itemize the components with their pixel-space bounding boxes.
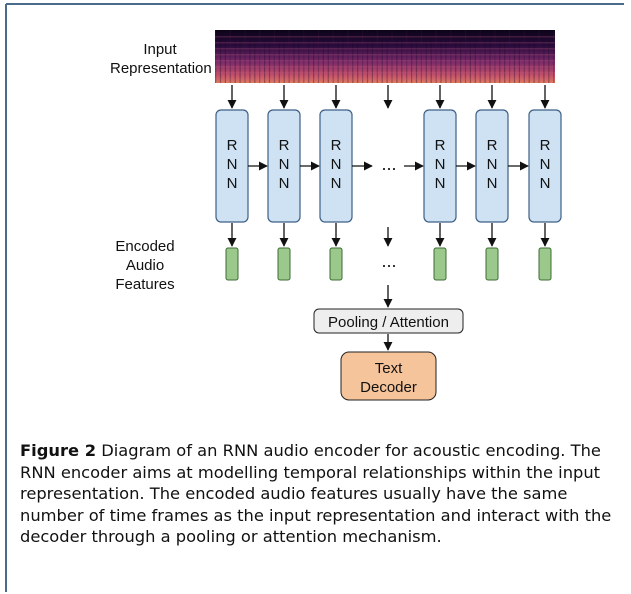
rnn-letter: N (227, 175, 238, 192)
encoded-label-line2: Audio (125, 257, 165, 274)
encoded-feature (329, 247, 343, 281)
pooling-attention-label: Pooling / Attention (328, 314, 449, 331)
rnn-block (528, 109, 562, 223)
rnn-letter: N (487, 175, 498, 192)
encoded-feature (538, 247, 552, 281)
rnn-letter: N (331, 175, 342, 192)
rnn-letter: N (435, 175, 446, 192)
rnn-letter: N (331, 156, 342, 173)
rnn-letter: R (331, 137, 342, 154)
pooling-attention-box (313, 308, 464, 334)
input-label-line2: Representation (110, 60, 212, 77)
rnn-letter: R (487, 137, 498, 154)
encoded-feature (433, 247, 447, 281)
encoded-feature (225, 247, 239, 281)
spectrogram (215, 30, 555, 83)
rnn-letter: N (487, 156, 498, 173)
caption-figure-label: Figure 2 (20, 441, 97, 460)
rnn-letter: N (435, 156, 446, 173)
rnn-letter: N (227, 156, 238, 173)
rnn-letter: R (227, 137, 238, 154)
encoded-features-label: Encoded Audio Features (100, 237, 190, 294)
rnn-letter: R (540, 137, 551, 154)
rnn-letter: N (540, 175, 551, 192)
figure-caption: Figure 2 Diagram of an RNN audio encoder… (20, 440, 620, 548)
encoded-feature (485, 247, 499, 281)
rnn-letter: N (279, 156, 290, 173)
ellipsis-rnn: ... (381, 154, 396, 174)
encoded-feature (277, 247, 291, 281)
rnn-letter: N (279, 175, 290, 192)
text-decoder-box (340, 351, 437, 401)
input-label-line1: Input (143, 41, 177, 58)
encoded-label-line1: Encoded (115, 238, 175, 255)
caption-text: Diagram of an RNN audio encoder for acou… (20, 441, 612, 547)
text-decoder-label-line1: Text (375, 360, 403, 377)
encoded-label-line3: Features (115, 276, 175, 293)
rnn-letter: N (540, 156, 551, 173)
text-decoder-label-line2: Decoder (360, 379, 417, 396)
rnn-letter: R (435, 137, 446, 154)
ellipsis-features: ... (381, 251, 396, 271)
rnn-letter: R (279, 137, 290, 154)
input-representation-label: Input Representation (110, 40, 212, 78)
